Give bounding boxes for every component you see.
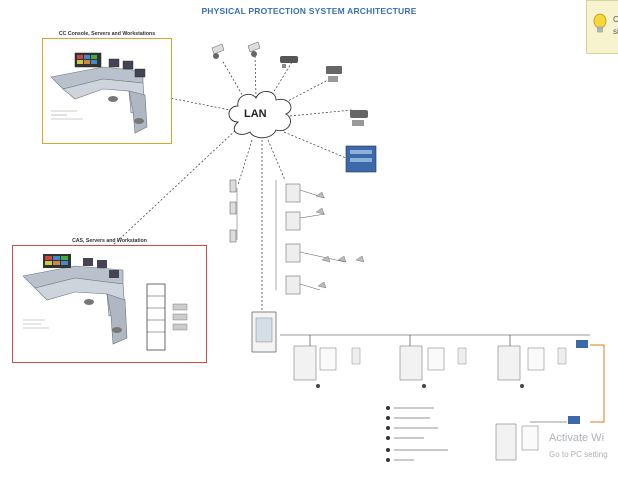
lightbulb-icon [593, 13, 607, 40]
nvr-device-icon [345, 145, 377, 173]
field-panel-1 [293, 345, 361, 388]
field-panel-3 [497, 345, 567, 388]
cc-console-illustration [50, 52, 148, 134]
tip-text-1: C [613, 15, 618, 24]
tip-text-2: si [613, 27, 618, 36]
field-panel-2 [399, 345, 467, 388]
controller-icon [285, 243, 301, 263]
reader-icon [229, 179, 237, 193]
tip-popup[interactable]: C si [586, 0, 618, 54]
main-panel [251, 311, 277, 353]
sensor-icon [321, 255, 331, 263]
controller-icon [285, 275, 301, 295]
dome-camera-icon [350, 110, 368, 126]
sensor-icon [317, 281, 327, 289]
cas-title: CAS, Servers and Workstation [72, 238, 147, 244]
ptz-camera-icon-2 [247, 41, 261, 57]
readers-column [229, 179, 237, 243]
cc-console-box[interactable]: CC Console, Servers and Workstations [42, 31, 172, 144]
controller-icon [285, 183, 301, 203]
activate-watermark: Activate Wi [549, 432, 605, 444]
legend-markers [386, 406, 390, 462]
reader-icon [229, 201, 237, 215]
cas-box[interactable]: CAS, Servers and Workstation [12, 238, 207, 363]
controllers-column [285, 183, 365, 295]
cas-illustration [22, 254, 188, 351]
lan-cloud-shape [228, 91, 292, 139]
ptz-camera-icon [211, 43, 225, 59]
box-camera-icon [326, 66, 342, 82]
sensor-icon [355, 255, 365, 263]
reader-icon [229, 229, 237, 243]
sensor-icon [315, 191, 325, 199]
sensor-icon [337, 255, 347, 263]
cameras-group [211, 41, 377, 173]
field-panels [293, 340, 588, 388]
bullet-camera-icon [280, 56, 298, 68]
legend-lines [394, 407, 448, 461]
controller-icon [285, 211, 301, 231]
lan-label: LAN [244, 108, 267, 120]
remote-panel [495, 416, 580, 461]
sensor-icon [315, 207, 325, 215]
converter-icon [576, 340, 588, 348]
diagram-title: PHYSICAL PROTECTION SYSTEM ARCHITECTURE [201, 6, 417, 16]
cc-console-title: CC Console, Servers and Workstations [58, 31, 156, 37]
activate-watermark-sub: Go to PC setting [549, 450, 608, 459]
